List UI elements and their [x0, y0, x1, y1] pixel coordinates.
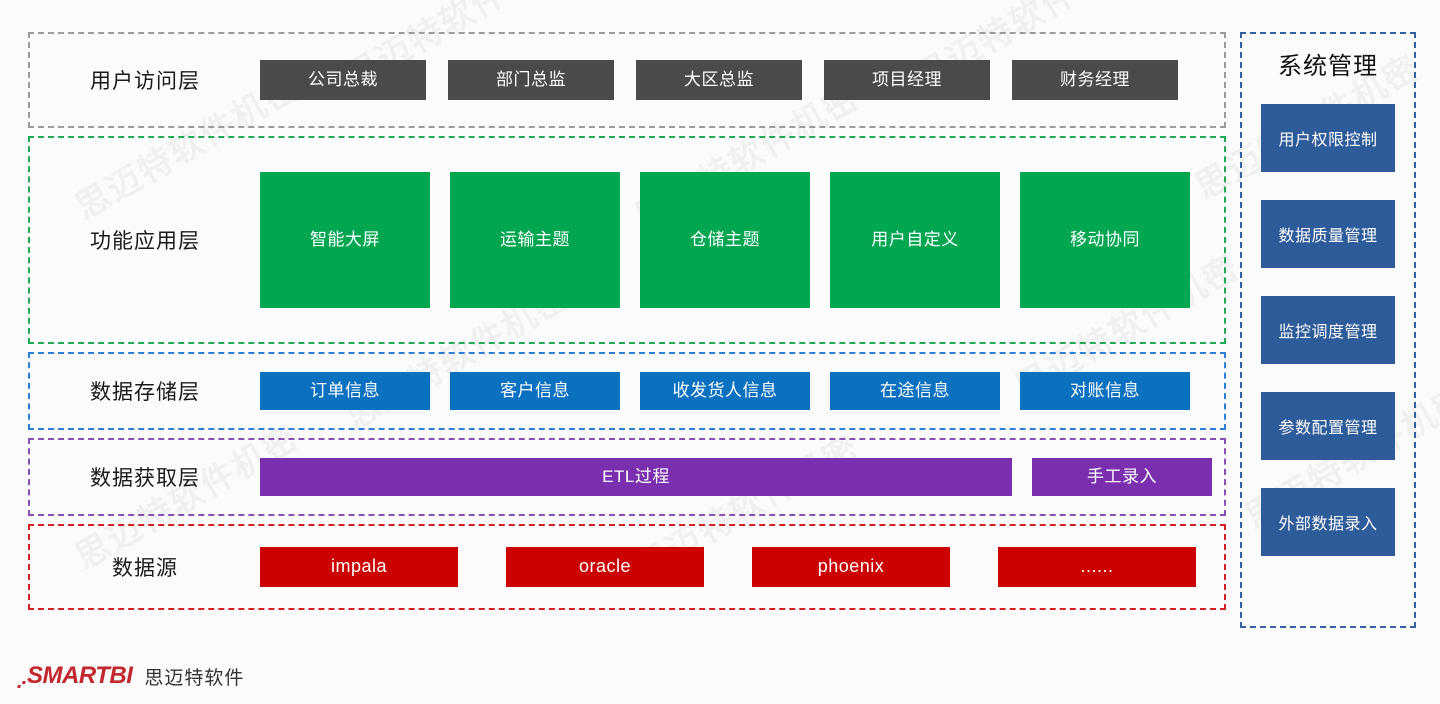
layer-label-function-application: 功能应用层	[90, 230, 200, 253]
smartbi-logo: SMARTBI	[17, 662, 133, 690]
brand-name-chinese: 思迈特软件	[144, 667, 245, 689]
sidebar-item-data-quality[interactable]: 数据质量管理	[1261, 200, 1395, 268]
node-impala[interactable]: impala	[260, 547, 458, 587]
layer-data-source: 数据源 impala oracle phoenix ......	[28, 524, 1226, 610]
layer-nodes-data-acquisition: ETL过程 手工录入	[260, 440, 1226, 514]
system-management-title: 系统管理	[1278, 53, 1378, 80]
brand-wordmark: SMARTBI	[27, 662, 133, 689]
sidebar-item-external-data-entry[interactable]: 外部数据录入	[1261, 488, 1395, 556]
layer-label-data-source: 数据源	[112, 557, 178, 580]
sidebar-item-monitor-schedule[interactable]: 监控调度管理	[1261, 296, 1395, 364]
node-warehouse-theme[interactable]: 仓储主题	[640, 172, 810, 308]
node-mobile-collaboration[interactable]: 移动协同	[1020, 172, 1190, 308]
layer-label-data-storage: 数据存储层	[90, 381, 200, 404]
node-department-director[interactable]: 部门总监	[448, 60, 614, 100]
layer-function-application: 功能应用层 智能大屏 运输主题 仓储主题 用户自定义 移动协同	[28, 136, 1226, 344]
layer-user-access: 用户访问层 公司总裁 部门总监 大区总监 项目经理 财务经理	[28, 32, 1226, 128]
node-user-defined[interactable]: 用户自定义	[830, 172, 1000, 308]
node-manual-entry[interactable]: 手工录入	[1032, 458, 1212, 496]
sidebar-item-parameter-config[interactable]: 参数配置管理	[1261, 392, 1395, 460]
node-more-sources[interactable]: ......	[998, 547, 1196, 587]
layer-data-storage: 数据存储层 订单信息 客户信息 收发货人信息 在途信息 对账信息	[28, 352, 1226, 430]
layer-nodes-data-source: impala oracle phoenix ......	[260, 526, 1224, 608]
node-project-manager[interactable]: 项目经理	[824, 60, 990, 100]
node-finance-manager[interactable]: 财务经理	[1012, 60, 1178, 100]
node-reconciliation-info[interactable]: 对账信息	[1020, 372, 1190, 410]
node-order-info[interactable]: 订单信息	[260, 372, 430, 410]
layer-nodes-function-application: 智能大屏 运输主题 仓储主题 用户自定义 移动协同	[260, 138, 1224, 342]
layer-label-user-access: 用户访问层	[90, 70, 200, 93]
node-consignee-info[interactable]: 收发货人信息	[640, 372, 810, 410]
layer-label-data-acquisition: 数据获取层	[90, 467, 200, 490]
logo-dots-icon	[17, 681, 26, 688]
node-etl-process[interactable]: ETL过程	[260, 458, 1012, 496]
architecture-panel: 用户访问层 公司总裁 部门总监 大区总监 项目经理 财务经理 功能应用层 智能大…	[28, 32, 1226, 610]
node-in-transit-info[interactable]: 在途信息	[830, 372, 1000, 410]
node-customer-info[interactable]: 客户信息	[450, 372, 620, 410]
node-oracle[interactable]: oracle	[506, 547, 704, 587]
node-phoenix[interactable]: phoenix	[752, 547, 950, 587]
system-management-panel: 系统管理 用户权限控制 数据质量管理 监控调度管理 参数配置管理 外部数据录入	[1240, 32, 1416, 628]
node-company-president[interactable]: 公司总裁	[260, 60, 426, 100]
layer-nodes-data-storage: 订单信息 客户信息 收发货人信息 在途信息 对账信息	[260, 354, 1224, 428]
node-transport-theme[interactable]: 运输主题	[450, 172, 620, 308]
sidebar-item-user-permission[interactable]: 用户权限控制	[1261, 104, 1395, 172]
node-region-director[interactable]: 大区总监	[636, 60, 802, 100]
layer-nodes-user-access: 公司总裁 部门总监 大区总监 项目经理 财务经理	[260, 34, 1224, 126]
node-smart-dashboard[interactable]: 智能大屏	[260, 172, 430, 308]
layer-data-acquisition: 数据获取层 ETL过程 手工录入	[28, 438, 1226, 516]
footer-branding: SMARTBI 思迈特软件	[17, 662, 245, 690]
